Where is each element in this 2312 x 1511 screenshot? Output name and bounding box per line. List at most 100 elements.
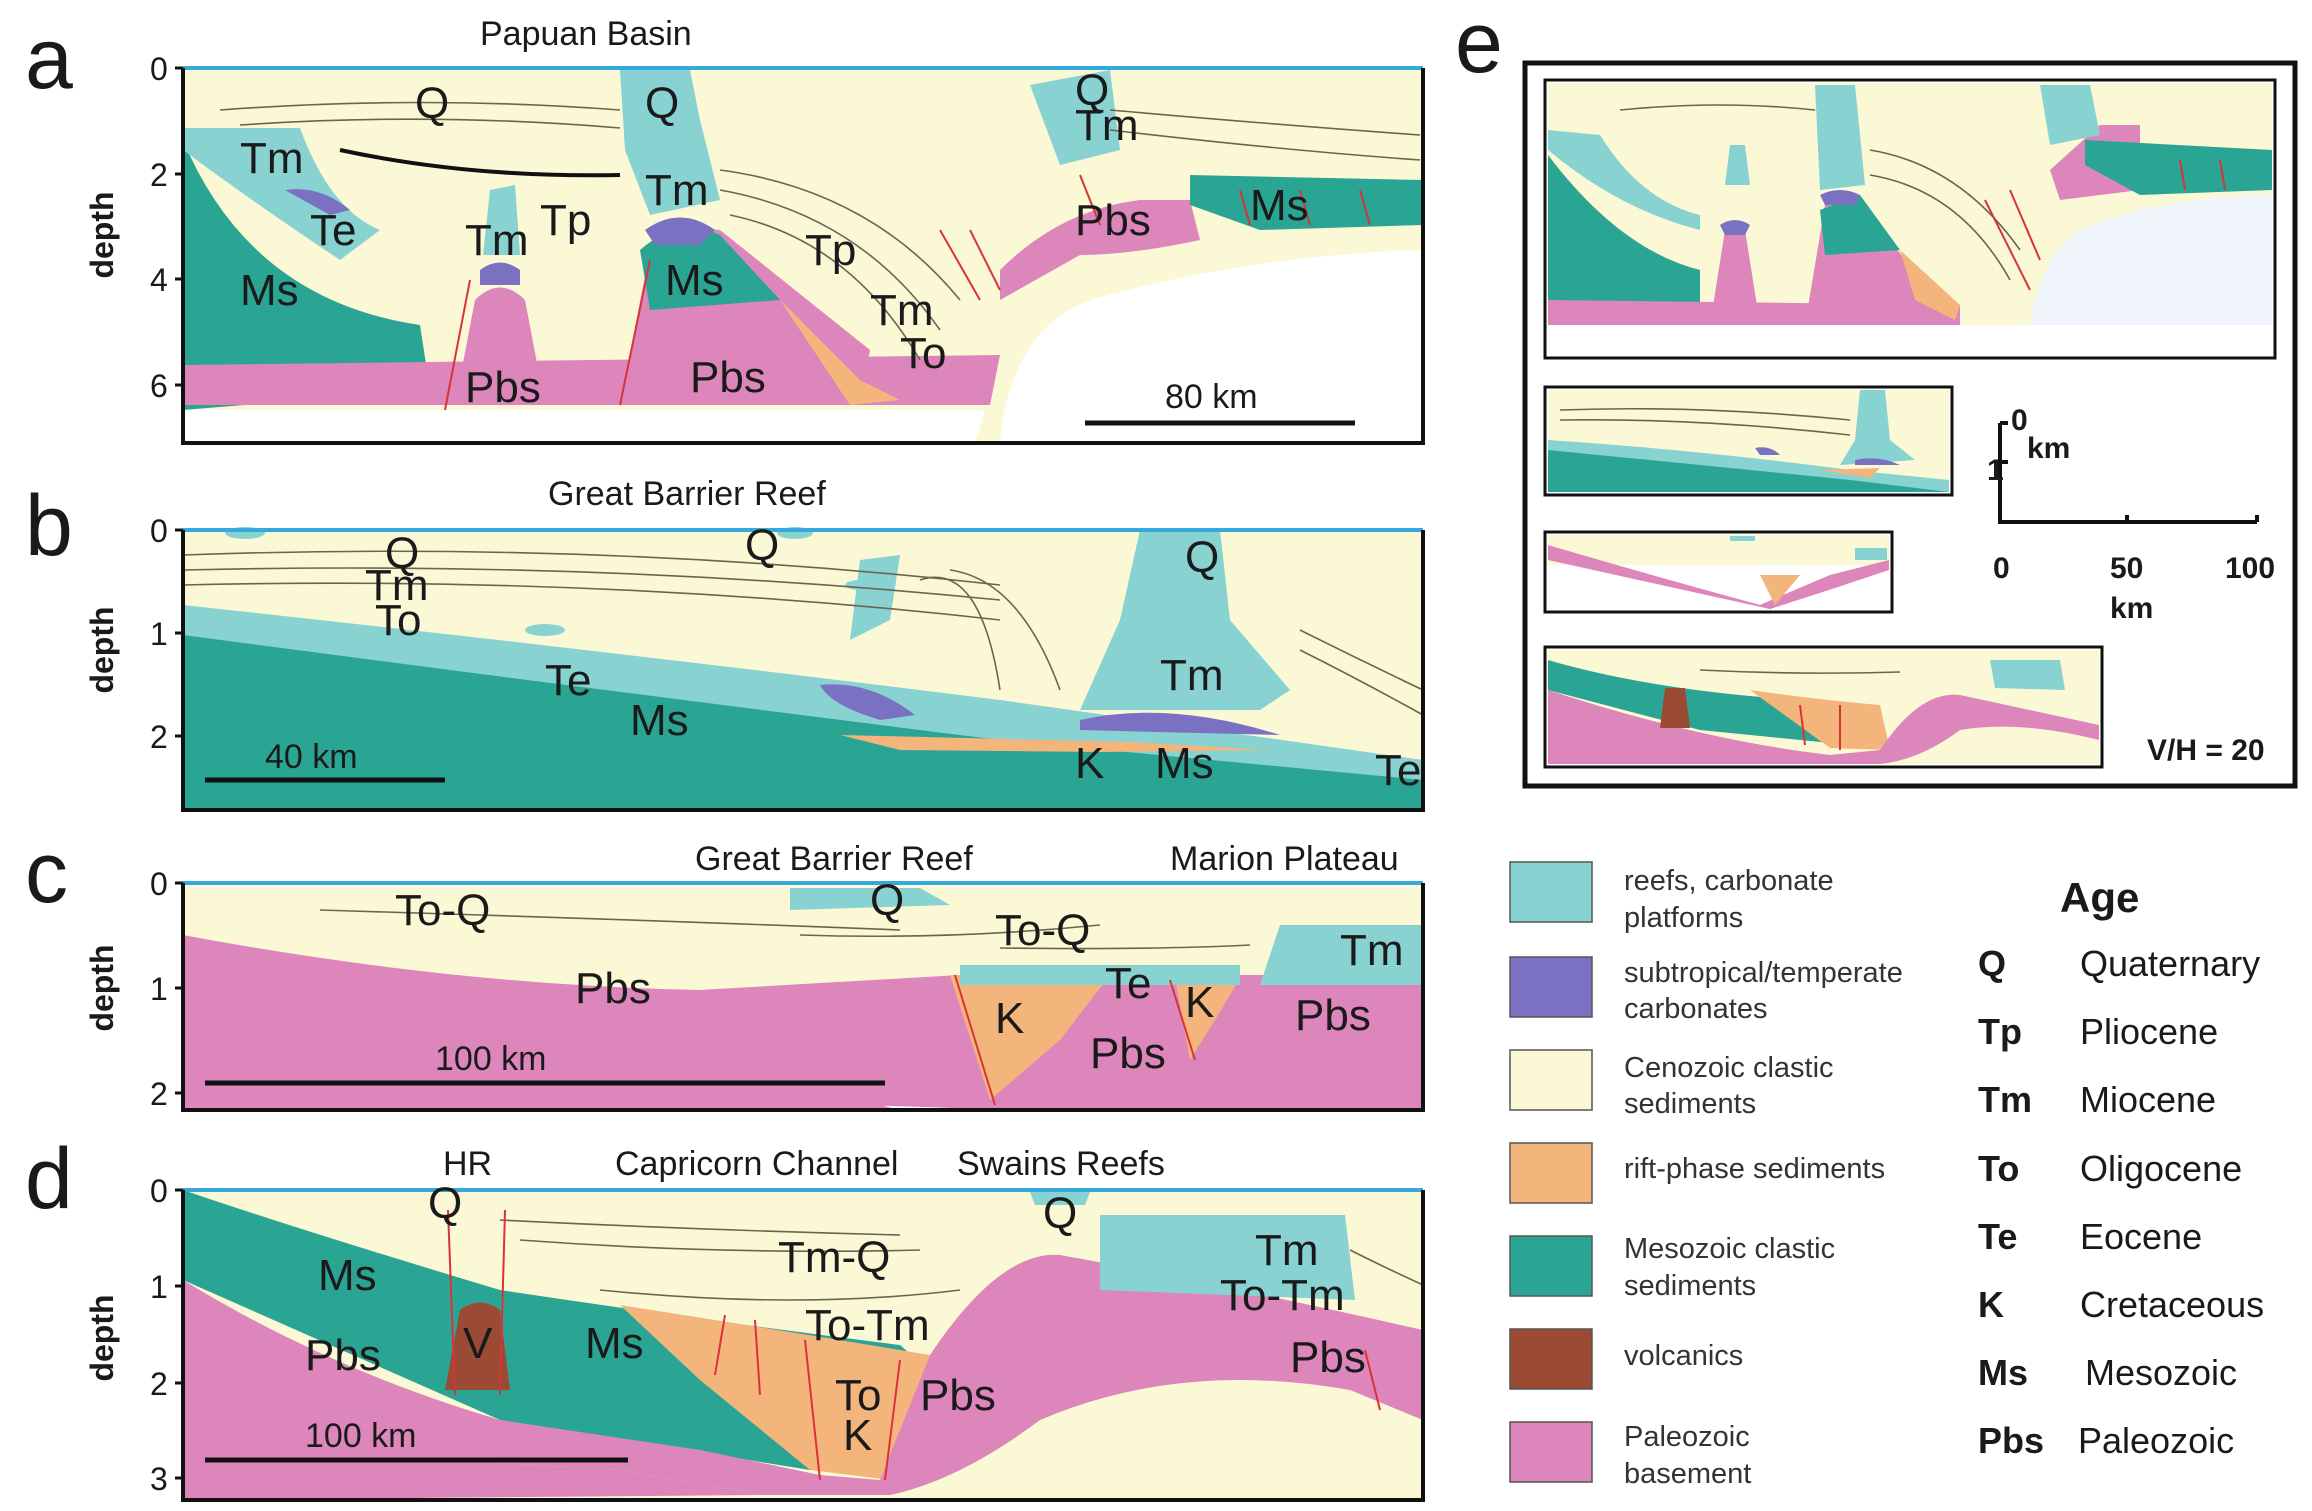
panel-b-scale-label: 40 km xyxy=(265,738,358,776)
unit-label: To xyxy=(900,329,946,378)
panel-a-pbs-right xyxy=(1000,200,1200,300)
panel-c-section xyxy=(181,881,1425,1112)
unit-label: Ms xyxy=(1250,181,1309,230)
panel-e1-subtropical-1 xyxy=(1720,220,1750,235)
panel-e-section-3 xyxy=(1543,530,1894,614)
unit-label: Q xyxy=(1075,66,1109,115)
panel-a-bottom-void xyxy=(183,410,985,443)
panel-a-stratum-7 xyxy=(1109,129,1421,161)
panel-e1-stratum-1 xyxy=(1619,104,1816,111)
unit-label: Te xyxy=(545,656,591,705)
panel-c-rift-k2 xyxy=(1175,978,1240,1060)
legend-swatch xyxy=(1509,956,1593,1018)
unit-label: Te xyxy=(310,206,356,255)
panel-d-rift xyxy=(620,1305,960,1480)
panel-a-subtropical-3 xyxy=(645,217,715,245)
unit-label: Pbs xyxy=(465,363,541,412)
legend-label: carbonates xyxy=(1624,993,1768,1025)
age-code: Pbs xyxy=(1978,1420,2044,1461)
panel-a-fault-3 xyxy=(1079,174,1101,226)
unit-label: Tm xyxy=(1255,1226,1319,1275)
unit-label: To xyxy=(375,596,421,645)
panel-a-tick-2: 4 xyxy=(150,262,168,298)
unit-label: Q xyxy=(645,79,679,128)
panel-d-tick-2: 2 xyxy=(150,1366,168,1402)
panel-d-fault-6 xyxy=(884,1359,901,1481)
panel-e1-stratum-2 xyxy=(1869,149,2021,251)
legend-item: volcanics xyxy=(1509,1328,1743,1390)
panel-d: d HR Capricorn Channel Swains Reefs dept… xyxy=(25,1131,1425,1502)
age-table-title: Age xyxy=(2060,874,2139,921)
unit-label: Pbs xyxy=(920,1371,996,1420)
unit-label: Ms xyxy=(585,1319,644,1368)
panel-b-tick-1: 1 xyxy=(150,616,168,652)
panel-e2-subtropical-2 xyxy=(1855,458,1900,465)
unit-label: To-Q xyxy=(395,886,490,935)
unit-label: Q xyxy=(1185,533,1219,582)
panel-e2-ms xyxy=(1548,450,1949,492)
panel-d-title-2: Capricorn Channel xyxy=(615,1145,899,1183)
panel-e-section-4 xyxy=(1543,645,2104,769)
panel-b-tick-0: 0 xyxy=(150,513,168,549)
panel-c-stratum-2 xyxy=(799,924,1101,938)
panel-b-stratum-1 xyxy=(182,550,1001,586)
unit-label: Tm xyxy=(365,561,429,610)
panel-c-reef-q xyxy=(790,888,950,910)
legend-label: basement xyxy=(1624,1458,1751,1490)
panel-c-fault-1 xyxy=(954,974,996,1106)
panel-letter-e: e xyxy=(1455,0,1503,91)
panel-e3-reef xyxy=(1855,548,1887,560)
legend-label: rift-phase sediments xyxy=(1624,1153,1885,1185)
panel-e1-reef-2 xyxy=(1815,85,1865,190)
panel-c-tick-2: 2 xyxy=(150,1076,168,1112)
unit-label: V xyxy=(463,1319,493,1368)
legend-item: Cenozoic clastic sediments xyxy=(1509,1049,1834,1120)
panel-b-unit-labels: Q Tm To Q Q Te Ms Tm K Ms Te xyxy=(365,521,1421,795)
panel-d-stratum-4 xyxy=(1349,1249,1424,1286)
panel-e1-reef-3 xyxy=(1725,145,1750,185)
panel-a-reef-right xyxy=(1030,70,1120,165)
panel-c-tick-1: 1 xyxy=(150,971,168,1007)
panel-a-fault-5 xyxy=(1299,189,1311,226)
panel-a-stratum-2 xyxy=(239,118,621,129)
panel-e-ratio: V/H = 20 xyxy=(2147,734,2265,767)
panel-b-tick-2: 2 xyxy=(150,719,168,755)
unit-label: Tm xyxy=(1340,926,1404,975)
panel-e-hscale-unit: km xyxy=(2110,592,2153,625)
panel-d-stratum-2 xyxy=(519,1239,921,1253)
panel-a-section xyxy=(181,66,1425,445)
unit-label: Ms xyxy=(318,1251,377,1300)
panel-e4-rift xyxy=(1750,690,1890,750)
panel-b: b Great Barrier Reef depth 0 1 2 xyxy=(25,475,1425,812)
unit-label: Tm xyxy=(645,166,709,215)
age-table: Age Q Quaternary Tp Pliocene Tm Miocene … xyxy=(1978,874,2264,1461)
panel-a-tick-1: 2 xyxy=(150,157,168,193)
panel-c-reef-tm xyxy=(1260,925,1423,985)
unit-label: To-Tm xyxy=(1220,1271,1345,1320)
panel-b-stratum-3 xyxy=(182,582,1001,621)
panel-e-scale: 0 1 km 0 50 100 km V/H = 20 xyxy=(1987,404,2275,767)
panel-a-title: Papuan Basin xyxy=(480,15,692,53)
panel-c-fault-2 xyxy=(1169,979,1196,1061)
panel-a-fault-7 xyxy=(444,279,471,411)
unit-label: To-Tm xyxy=(805,1301,930,1350)
panel-a-stratum-1 xyxy=(219,101,621,111)
age-name: Eocene xyxy=(2080,1216,2202,1257)
panel-b-stratum-2 xyxy=(182,567,1001,601)
panel-e3-cenozoic xyxy=(1548,535,1889,565)
unit-label: Te xyxy=(1375,746,1421,795)
unit-label: Q xyxy=(870,876,904,925)
unit-label: Q xyxy=(1043,1189,1077,1238)
age-name: Paleozoic xyxy=(2078,1420,2234,1461)
legend-label: sediments xyxy=(1624,1088,1756,1120)
panel-a-ms-2 xyxy=(640,227,780,310)
legend-label: Paleozoic xyxy=(1624,1421,1750,1453)
panel-b-frame xyxy=(181,530,1425,812)
panel-d-scale-label: 100 km xyxy=(305,1417,417,1455)
unit-label: Tm xyxy=(1075,101,1139,150)
panel-e1-rift xyxy=(1900,250,1960,320)
unit-label: Q xyxy=(745,521,779,570)
panel-b-subtropical-2 xyxy=(1080,712,1280,735)
unit-label: Tm xyxy=(1160,651,1224,700)
panel-a-stratum-4 xyxy=(719,189,941,331)
